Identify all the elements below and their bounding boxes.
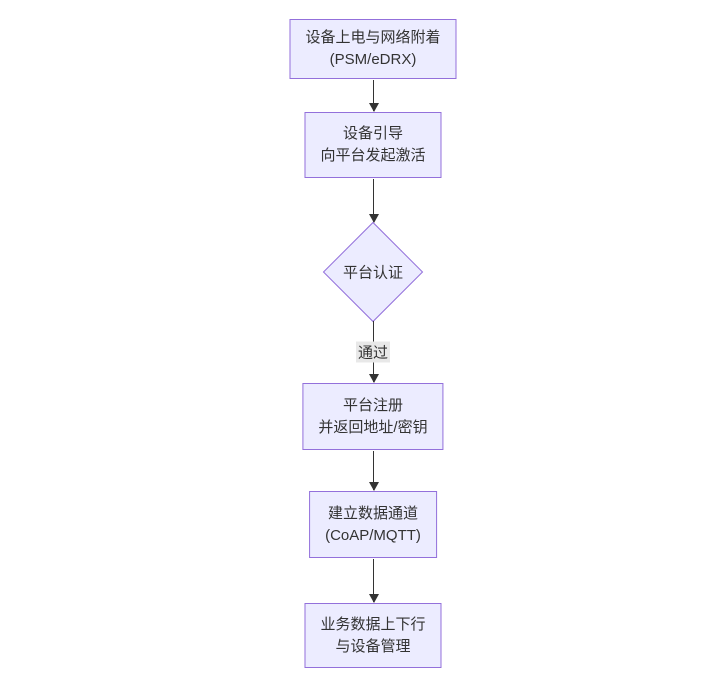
arrowhead-icon [369,103,379,112]
node-register: 平台注册 并返回地址/密钥 [302,383,444,450]
node-data-channel-line1: 建立数据通道 [327,504,418,522]
node-data-channel-line2: (CoAP/MQTT) [325,526,421,544]
arrowhead-icon [369,482,379,491]
node-bootstrap: 设备引导 向平台发起激活 [304,112,442,178]
node-power-attach: 设备上电与网络附着 (PSM/eDRX) [289,19,457,79]
node-bootstrap-line2: 向平台发起激活 [320,147,426,164]
node-register-line2: 并返回地址/密钥 [318,418,428,436]
edge-power-to-bootstrap [369,80,379,112]
node-business-data-line1: 业务数据上下行 [320,615,426,633]
arrowhead-icon [369,214,379,223]
node-power-attach-line1: 设备上电与网络附着 [305,29,441,46]
decision-platform-auth-label: 平台认证 [342,264,404,282]
edge-label-pass: 通过 [355,341,391,363]
edge-register-to-channel [369,451,379,491]
node-register-line1: 平台注册 [342,396,404,414]
edge-bootstrap-to-auth [369,179,379,223]
node-power-attach-line2: (PSM/eDRX) [329,51,417,68]
node-bootstrap-line1: 设备引导 [342,125,404,142]
node-data-channel: 建立数据通道 (CoAP/MQTT) [309,491,437,558]
arrowhead-icon [369,374,379,383]
arrowhead-icon [369,594,379,603]
edge-channel-to-business [369,559,379,603]
node-business-data-line2: 与设备管理 [335,637,411,655]
node-business-data: 业务数据上下行 与设备管理 [304,603,442,668]
